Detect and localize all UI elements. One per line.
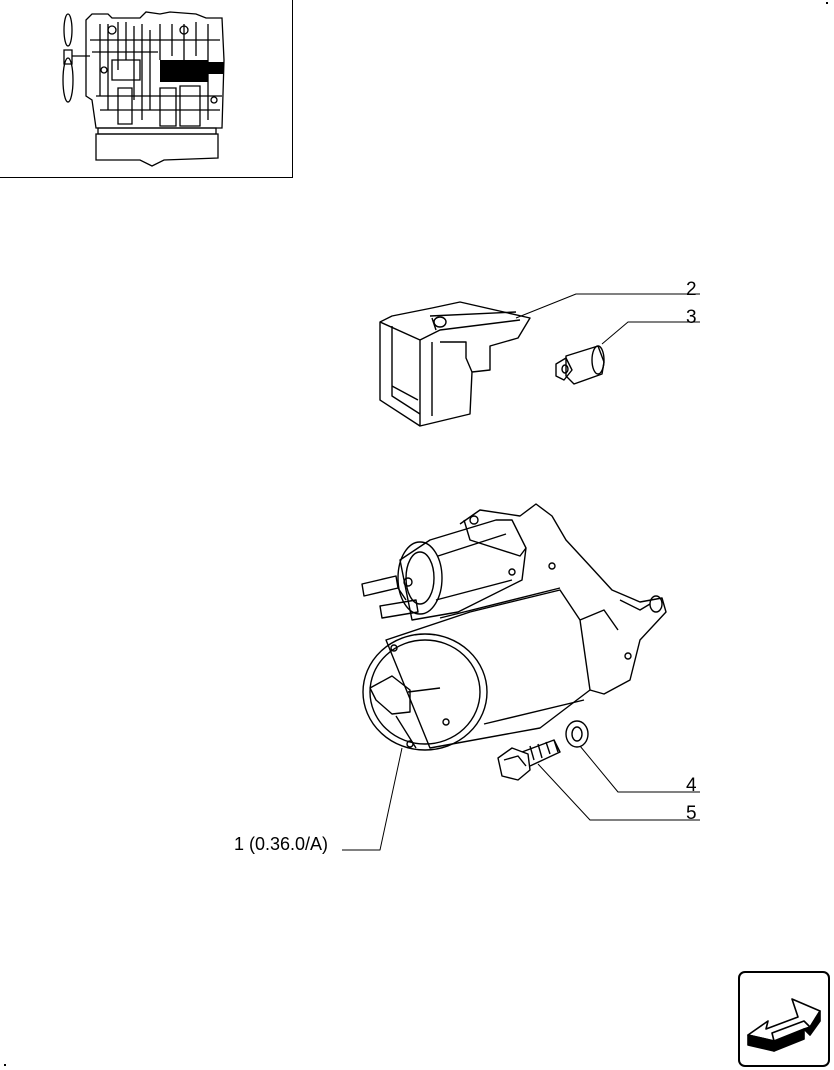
engine-thumbnail <box>0 0 293 178</box>
bolt-part <box>497 739 561 781</box>
nut-part <box>555 345 605 385</box>
starter-motor-part <box>361 503 667 751</box>
callout-label-2: 2 <box>686 279 697 300</box>
engine-thumbnail-icon <box>62 11 225 167</box>
next-page-button[interactable] <box>738 971 830 1067</box>
washer-part <box>565 720 589 748</box>
corner-mark <box>826 2 828 4</box>
leader-lines <box>342 293 700 851</box>
corner-mark <box>4 1064 6 1066</box>
shield-bracket-part <box>379 301 531 427</box>
callout-label-4: 4 <box>686 775 697 796</box>
callout-label-3: 3 <box>686 307 697 328</box>
callout-label-5: 5 <box>686 803 697 824</box>
next-page-arrow-icon <box>747 998 821 1052</box>
callout-label-1: 1 (0.36.0/A) <box>234 834 329 854</box>
